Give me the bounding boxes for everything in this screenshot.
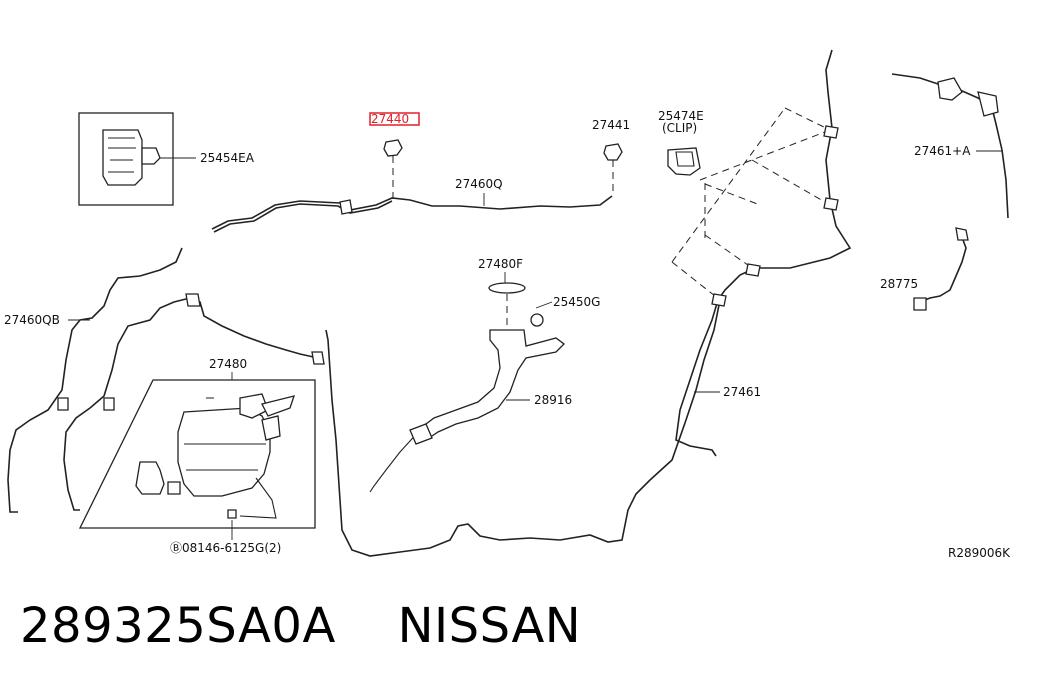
label-25474e: 25474E — [658, 109, 704, 123]
filler-neck-28916 — [369, 329, 565, 493]
hose-28775 — [919, 231, 967, 303]
label-27440: 27440 — [371, 112, 409, 126]
connector-28775-icon — [913, 227, 969, 311]
label-28775: 28775 — [880, 277, 918, 291]
label-27441: 27441 — [592, 118, 630, 132]
label-08146: Ⓑ08146-6125G(2) — [170, 541, 281, 555]
hose-27460q — [211, 195, 613, 230]
connector-27441-icon — [603, 143, 623, 196]
inset-25454ea — [78, 112, 196, 206]
label-25454ea: 25454EA — [200, 151, 255, 165]
connector-27461a-icon — [937, 77, 999, 117]
grommet-25450g-icon — [530, 313, 544, 327]
connector-27440-icon — [383, 139, 403, 200]
label-27460q: 27460Q — [455, 177, 503, 191]
footer-part-number: 289325SA0A — [20, 598, 336, 654]
label-25474e-clip: (CLIP) — [662, 121, 697, 135]
label-27461: 27461 — [723, 385, 761, 399]
footer-brand: NISSAN — [397, 598, 582, 654]
label-27480: 27480 — [209, 357, 247, 371]
bracket-25454ea-icon — [102, 129, 161, 186]
hose-27460qb-2 — [63, 297, 191, 511]
hose-27460qb — [7, 247, 183, 513]
label-28916: 28916 — [534, 393, 572, 407]
clip-25474e-icon — [667, 147, 701, 176]
label-25450g: 25450G — [553, 295, 600, 309]
cap-27480f-icon — [488, 282, 526, 294]
footer: 289325SA0A NISSAN — [20, 598, 581, 654]
clip-guide-lines — [671, 107, 831, 301]
reservoir-27480-icon — [135, 393, 295, 519]
label-27461a: 27461+A — [914, 144, 971, 158]
label-27460qb: 27460QB — [4, 313, 60, 327]
label-27480f: 27480F — [478, 257, 523, 271]
highlight-27440: 27440 — [369, 112, 420, 126]
reference-code: R289006K — [948, 546, 1011, 560]
